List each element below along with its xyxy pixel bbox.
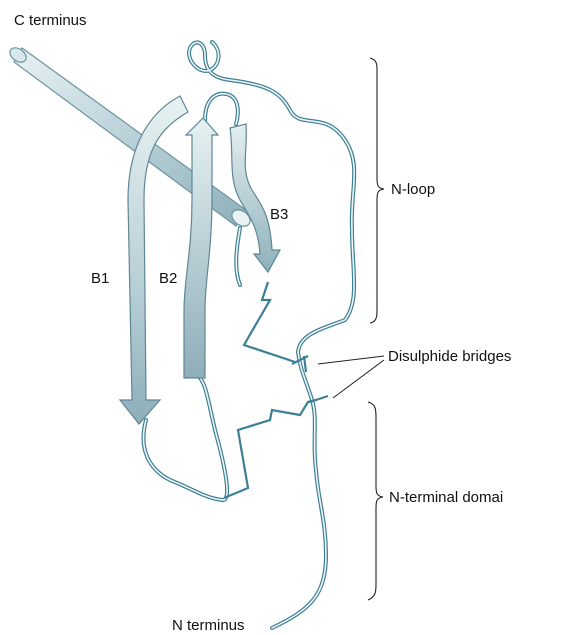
- disulphide-leader-lines: [318, 356, 384, 398]
- bracket-n-terminal-domain: [368, 402, 383, 600]
- label-c-terminus: C terminus: [14, 12, 87, 29]
- label-n-loop: N-loop: [391, 181, 435, 198]
- label-b1: B1: [91, 270, 109, 287]
- zigzag-backbone: [224, 282, 316, 498]
- bracket-n-loop: [370, 58, 384, 323]
- label-disulphide-bridges: Disulphide bridges: [388, 348, 511, 365]
- label-b3: B3: [270, 206, 288, 223]
- beta-strand-b2: [184, 118, 218, 378]
- label-n-terminal-domain: N-terminal domai: [389, 489, 503, 506]
- label-b2: B2: [159, 270, 177, 287]
- label-n-terminus: N terminus: [172, 617, 245, 634]
